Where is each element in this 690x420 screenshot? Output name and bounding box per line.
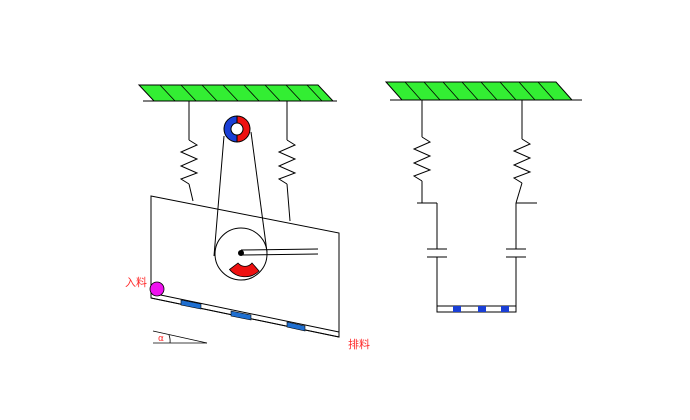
screen-slot xyxy=(478,306,486,312)
screen-slot xyxy=(453,306,461,312)
right-screen-deck xyxy=(436,305,517,313)
motor-pulley xyxy=(223,115,251,143)
drive-belt xyxy=(213,131,268,257)
screen-deck xyxy=(150,292,340,338)
right-ceiling xyxy=(384,81,582,101)
left-spring-2 xyxy=(277,101,297,222)
discharge-label: 排料 xyxy=(348,337,370,351)
right-hanger-1 xyxy=(412,100,447,307)
left-spring-1 xyxy=(179,101,199,202)
angle-label: α xyxy=(158,334,164,344)
screen-slot xyxy=(230,310,252,321)
left-assembly: α 入料 排料 xyxy=(125,84,370,351)
feed-label: 入料 xyxy=(125,275,147,289)
incline-angle-indicator xyxy=(152,330,208,344)
left-ceiling-hatch xyxy=(159,84,323,102)
feed-ball xyxy=(149,281,165,297)
left-ceiling xyxy=(137,84,337,102)
eccentric-weight xyxy=(228,262,260,278)
drive-shaft xyxy=(240,248,319,251)
screen-slot xyxy=(286,321,306,332)
screen-slot xyxy=(501,306,509,312)
right-hanger-2 xyxy=(506,100,537,307)
screen-slot xyxy=(180,299,202,310)
wheel-center xyxy=(238,250,244,256)
right-ceiling-hatch xyxy=(404,81,555,101)
right-ceiling-fill xyxy=(384,81,574,101)
right-assembly xyxy=(384,81,582,313)
eccentric-wheel xyxy=(214,227,319,281)
